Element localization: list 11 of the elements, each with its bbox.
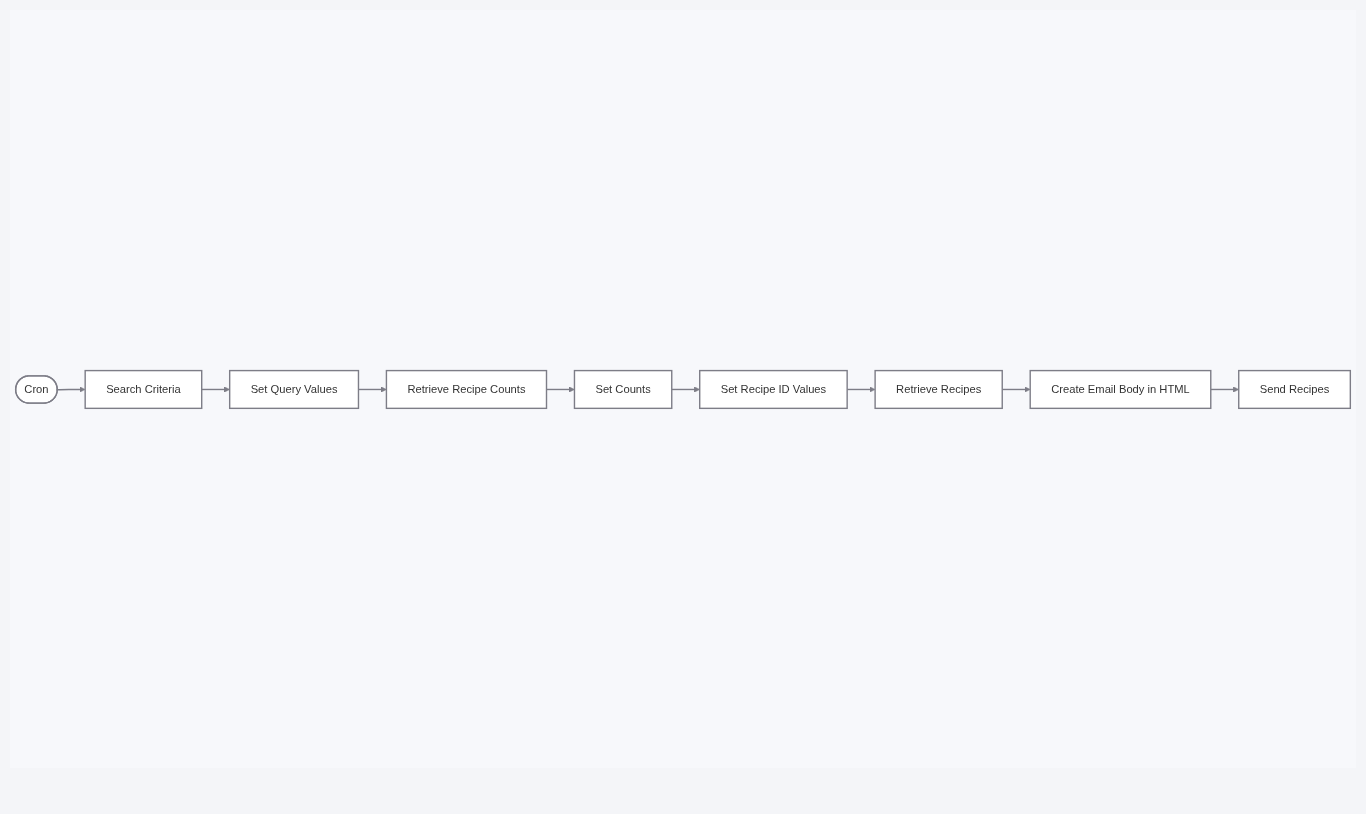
node-box: Create Email Body in HTML <box>1029 369 1212 409</box>
arrow <box>1210 385 1239 393</box>
node-box: Retrieve Recipes <box>874 369 1003 409</box>
node-box: Search Criteria <box>84 369 203 409</box>
arrow <box>201 385 230 393</box>
node-box: Set Recipe ID Values <box>699 369 848 409</box>
node-box: Send Recipes <box>1238 369 1352 409</box>
arrow <box>671 385 700 393</box>
node-box: Set Counts <box>573 369 673 409</box>
node-box: Set Query Values <box>229 369 360 409</box>
node-box: Retrieve Recipe Counts <box>385 369 548 409</box>
